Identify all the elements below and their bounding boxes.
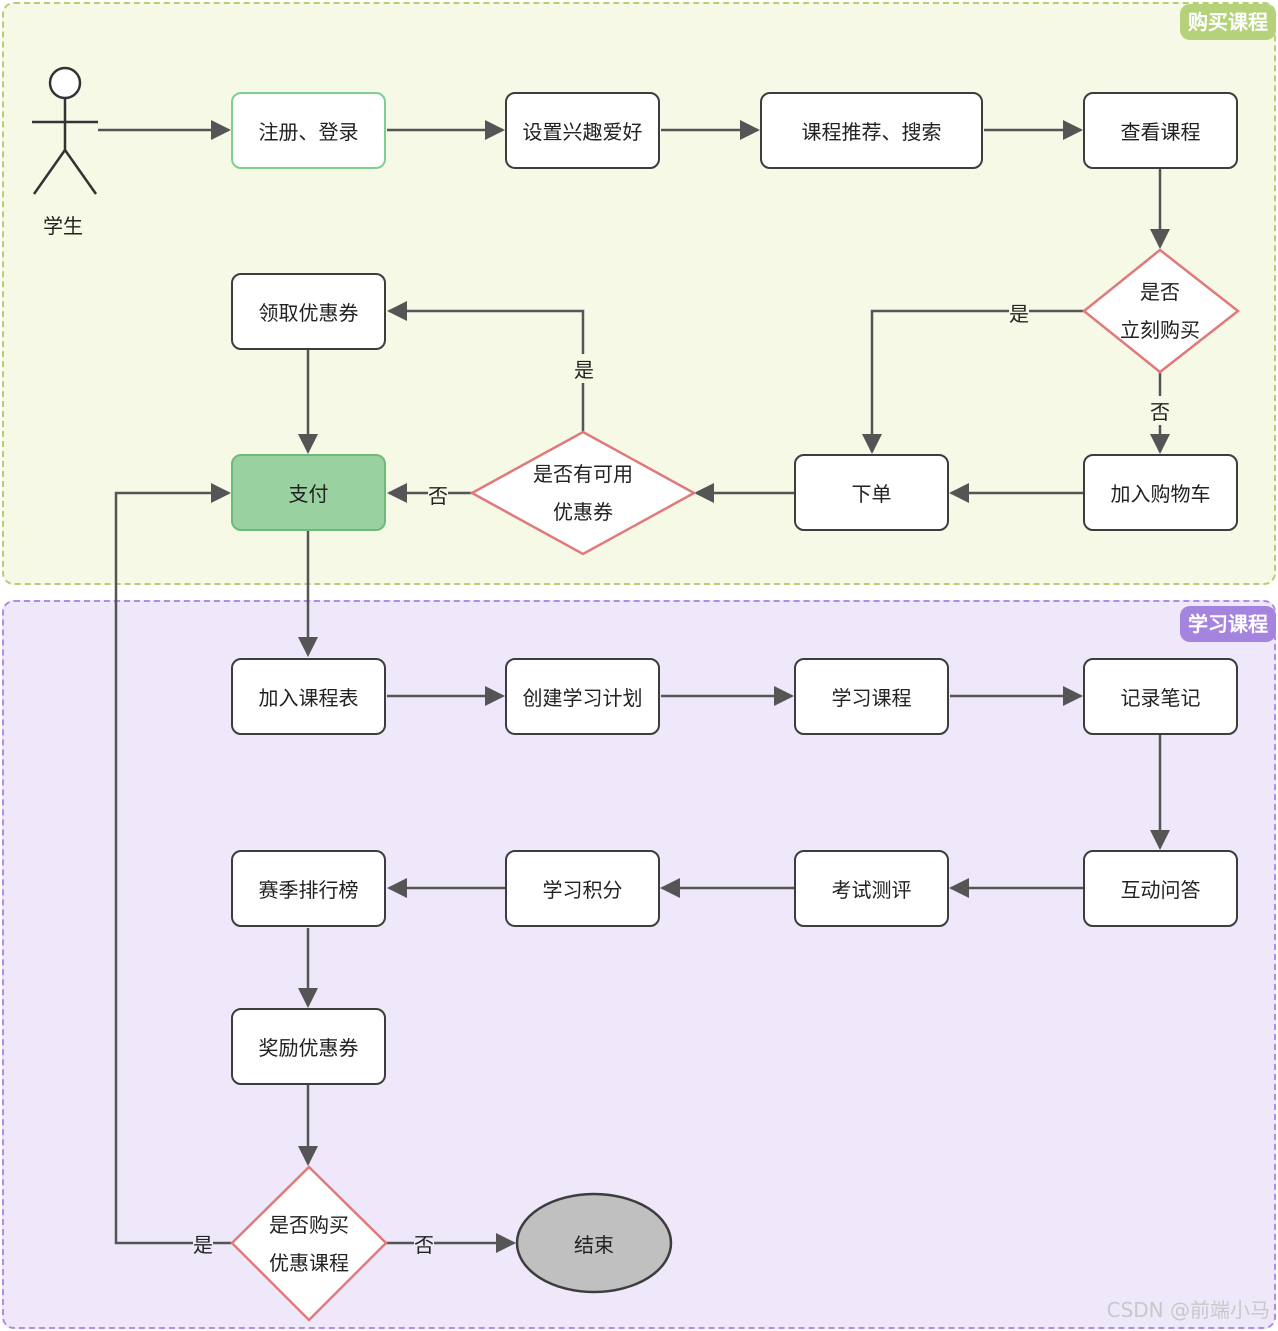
decision-buy-now-text: 是否 立刻购买 — [1100, 273, 1220, 349]
edge-discount-yes-pay — [114, 483, 232, 1245]
node-study-points[interactable]: 学习积分 — [505, 850, 660, 927]
label-discount-no: 否 — [414, 1229, 434, 1258]
node-study-course[interactable]: 学习课程 — [794, 658, 949, 735]
edge-buynow-yes-order — [862, 309, 1084, 454]
decision-discount-line1: 是否购买 — [269, 1213, 349, 1237]
node-claim-coupon[interactable]: 领取优惠券 — [231, 273, 386, 350]
decision-coupon-text: 是否有可用 优惠券 — [513, 455, 653, 531]
node-season-ranking[interactable]: 赛季排行榜 — [231, 850, 386, 927]
label-discount-yes: 是 — [193, 1229, 213, 1258]
label-coupon-no: 否 — [428, 480, 448, 509]
decision-coupon-diamond — [469, 430, 697, 556]
lane-tag-buy: 购买课程 — [1180, 4, 1276, 40]
decision-buy-now-diamond — [1082, 248, 1241, 374]
label-buy-now-no: 否 — [1150, 396, 1170, 425]
decision-discount-text: 是否购买 优惠课程 — [249, 1206, 369, 1282]
node-recommend-search[interactable]: 课程推荐、搜索 — [760, 92, 983, 169]
end-node[interactable]: 结束 — [574, 1233, 614, 1257]
node-reward-coupon[interactable]: 奖励优惠券 — [231, 1008, 386, 1085]
node-set-interest[interactable]: 设置兴趣爱好 — [505, 92, 660, 169]
lane-tag-learn: 学习课程 — [1180, 606, 1276, 642]
watermark: CSDN @前端小马 — [1106, 1298, 1270, 1322]
node-register[interactable]: 注册、登录 — [231, 92, 386, 169]
edge-coupon-yes-claim — [387, 301, 585, 432]
node-add-schedule[interactable]: 加入课程表 — [231, 658, 386, 735]
decision-discount-diamond — [230, 1165, 388, 1322]
node-add-cart[interactable]: 加入购物车 — [1083, 454, 1238, 531]
decision-discount-line2: 优惠课程 — [269, 1251, 349, 1275]
label-coupon-yes: 是 — [574, 354, 594, 383]
node-qa[interactable]: 互动问答 — [1083, 850, 1238, 927]
node-pay[interactable]: 支付 — [231, 454, 386, 531]
label-buy-now-yes: 是 — [1009, 298, 1029, 327]
decision-coupon-line1: 是否有可用 — [533, 462, 633, 486]
node-create-plan[interactable]: 创建学习计划 — [505, 658, 660, 735]
end-node-ellipse — [515, 1192, 673, 1294]
node-take-notes[interactable]: 记录笔记 — [1083, 658, 1238, 735]
decision-buy-now-line1: 是否 — [1140, 280, 1180, 304]
decision-coupon-line2: 优惠券 — [553, 500, 613, 524]
node-order[interactable]: 下单 — [794, 454, 949, 531]
actor-icon — [32, 66, 98, 195]
node-exam[interactable]: 考试测评 — [794, 850, 949, 927]
decision-buy-now-line2: 立刻购买 — [1120, 318, 1200, 342]
node-view-course[interactable]: 查看课程 — [1083, 92, 1238, 169]
actor-label: 学生 — [43, 214, 83, 238]
